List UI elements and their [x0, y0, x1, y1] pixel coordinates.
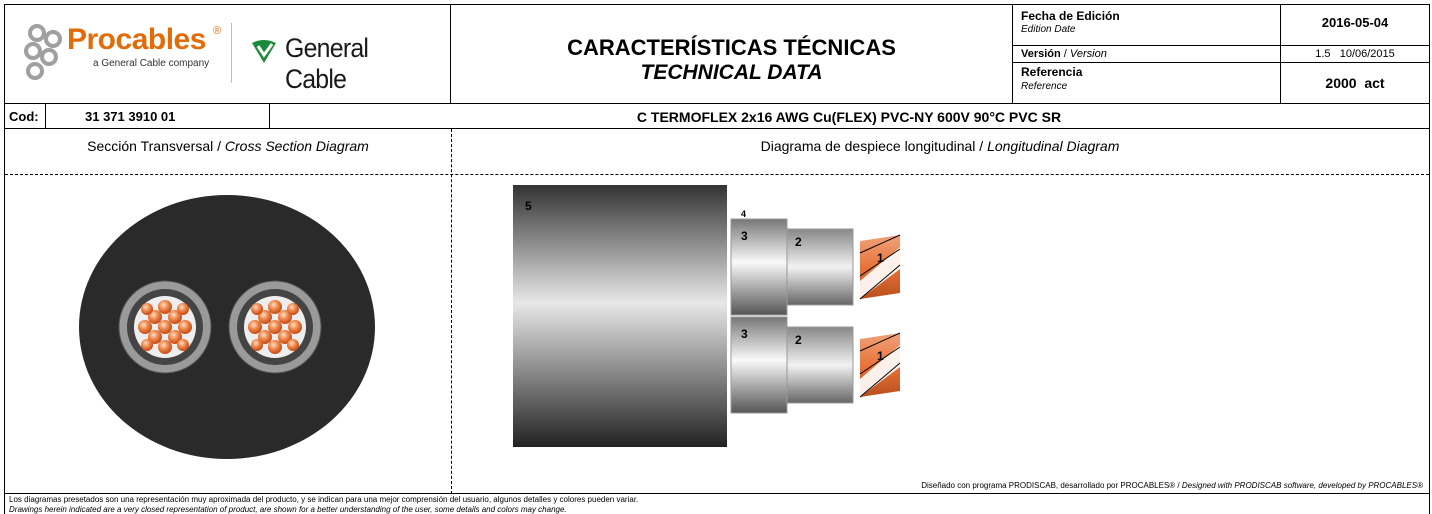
version-date: 10/06/2015	[1339, 48, 1395, 60]
general-cable-logo: General Cable	[249, 31, 439, 94]
section-dashed-line	[5, 174, 1429, 175]
edition-label-en: Edition Date	[1021, 24, 1076, 35]
cross-section-en: Cross Section Diagram	[224, 138, 369, 154]
procables-name: Procables	[67, 23, 206, 56]
general-cable-name: General Cable	[285, 33, 369, 94]
software-credit: Diseñado con programa PRODISCAB, desarro…	[921, 481, 1423, 490]
version-row: Versión / Version	[1013, 46, 1281, 63]
lower-core	[730, 316, 901, 414]
label-4: 4	[741, 209, 747, 219]
longitudinal-diagram	[513, 185, 901, 447]
title-en: TECHNICAL DATA	[640, 61, 823, 84]
procables-emblem-icon	[24, 24, 62, 80]
title-es: CARACTERÍSTICAS TÉCNICAS	[567, 35, 896, 60]
code-value-divider	[269, 104, 270, 128]
reference-row: Referencia Reference	[1013, 63, 1281, 103]
diagram-area: 5 4 3 2 1 3 2 1 Diseñado con programa PR…	[4, 175, 1430, 494]
procables-registered: ®	[213, 25, 222, 37]
cross-section-diagram	[79, 195, 375, 459]
section-headers: Sección Transversal / Cross Section Diag…	[4, 129, 1430, 175]
label-3-lower: 3	[741, 327, 748, 341]
meta-values: 2016-05-04 1.5 10/06/2015 2000 act	[1281, 5, 1429, 103]
layer-5-jacket	[513, 185, 727, 447]
logo-cell: Procables ® a General Cable company Gene…	[5, 5, 451, 103]
edition-label-es: Fecha de Edición	[1021, 9, 1120, 23]
disclaimer: Los diagramas presetados son una represe…	[4, 494, 1430, 514]
version-label-es: Versión	[1021, 48, 1061, 60]
version-sep: /	[1060, 48, 1070, 60]
reference-label-es: Referencia	[1021, 65, 1083, 79]
longitudinal-en: Longitudinal Diagram	[987, 138, 1120, 154]
label-2-lower: 2	[795, 333, 802, 347]
cross-section-title: Sección Transversal / Cross Section Diag…	[5, 138, 451, 154]
procables-tagline: a General Cable company	[93, 58, 210, 69]
cross-section-es: Sección Transversal /	[87, 138, 225, 154]
edition-date-row: Fecha de Edición Edition Date	[1013, 5, 1281, 46]
code-value: 31 371 3910 01	[85, 109, 176, 124]
label-1-upper: 1	[877, 251, 884, 265]
disclaimer-en: Drawings herein indicated are a very clo…	[9, 505, 567, 514]
label-3-upper: 3	[741, 229, 748, 243]
version-value: 1.5	[1315, 48, 1331, 60]
edition-value: 2016-05-04	[1281, 15, 1429, 46]
code-row: Cod: 31 371 3910 01 C TERMOFLEX 2x16 AWG…	[4, 103, 1430, 129]
conductor-left	[118, 280, 212, 374]
title-cell: CARACTERÍSTICAS TÉCNICAS TECHNICAL DATA	[451, 5, 1013, 103]
credit-en: Designed with PRODISCAB software, develo…	[1181, 481, 1423, 490]
longitudinal-es: Diagrama de despiece longitudinal /	[760, 138, 988, 154]
outer-jacket	[79, 195, 375, 459]
procables-logo: Procables ® a General Cable company	[23, 19, 233, 89]
version-label-en: Version	[1069, 48, 1107, 60]
version-value-row: 1.5 10/06/2015	[1281, 46, 1429, 63]
label-5: 5	[525, 199, 532, 213]
disclaimer-es: Los diagramas presetados son una represe…	[9, 495, 639, 504]
longitudinal-title: Diagrama de despiece longitudinal / Long…	[451, 138, 1429, 154]
meta-labels: Fecha de Edición Edition Date Versión / …	[1013, 5, 1281, 103]
credit-es: Diseñado con programa PRODISCAB, desarro…	[921, 481, 1182, 490]
conductor-right	[228, 280, 322, 374]
version-label: Versión / Version	[1021, 46, 1107, 62]
code-label-divider	[45, 104, 46, 128]
header: Procables ® a General Cable company Gene…	[4, 4, 1430, 104]
logo-divider	[231, 23, 232, 83]
general-cable-check-icon	[252, 40, 276, 63]
reference-value: 2000 act	[1325, 75, 1385, 91]
vertical-dashed-divider	[451, 129, 452, 494]
code-label: Cod:	[9, 109, 39, 124]
upper-core	[730, 218, 901, 316]
product-name: C TERMOFLEX 2x16 AWG Cu(FLEX) PVC-NY 600…	[636, 109, 1062, 125]
label-1-lower: 1	[877, 349, 884, 363]
label-2-upper: 2	[795, 235, 802, 249]
reference-label-en: Reference	[1021, 81, 1068, 92]
